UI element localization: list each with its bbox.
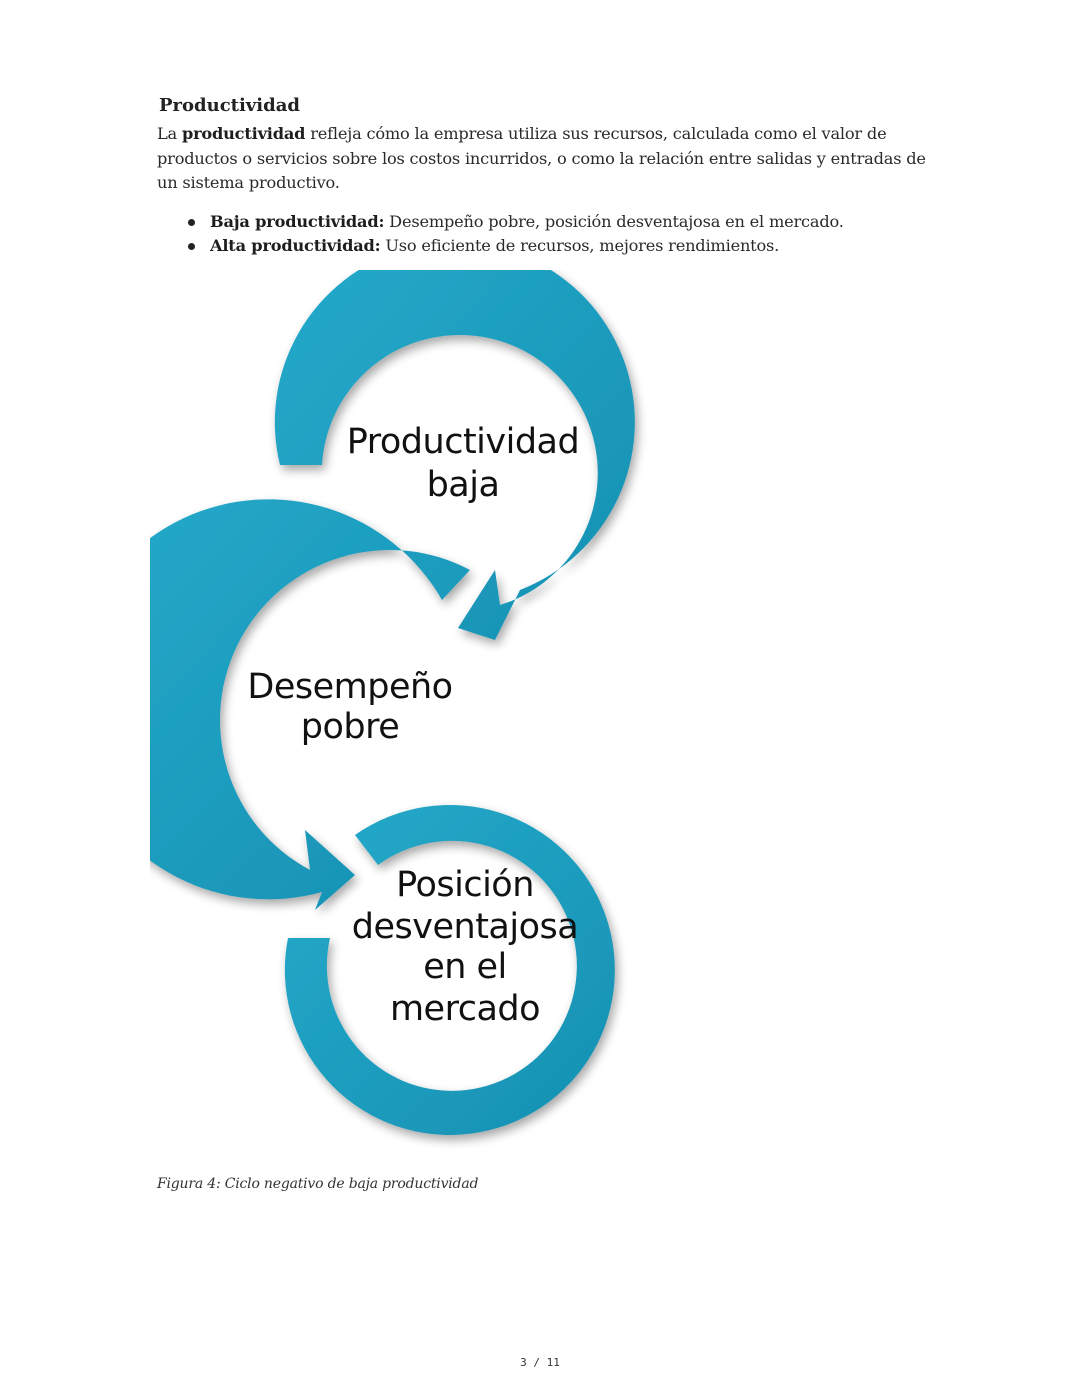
bullet-text: Desempeño pobre, posición desventajosa e… (384, 212, 844, 231)
node-label-line: Posición (396, 865, 534, 905)
node-label-line: Desempeño (247, 667, 452, 707)
bullet-label: Alta productividad: (210, 236, 381, 255)
bullet-item-low-productivity: Baja productividad: Desempeño pobre, pos… (188, 210, 844, 234)
node-label-line: pobre (301, 707, 400, 747)
node-label-line: baja (427, 465, 500, 505)
cycle-diagram-graphic: Productividad baja Desempeño pobre Posic… (150, 270, 635, 1136)
bullet-text: Uso eficiente de recursos, mejores rendi… (380, 236, 780, 255)
node-label-line: Productividad (347, 422, 579, 462)
node-label-line: en el (423, 947, 507, 987)
paragraph-bold-term: productividad (181, 124, 306, 143)
cycle-diagram: Productividad baja Desempeño pobre Posic… (150, 270, 690, 1150)
arrow-middle-icon (150, 499, 470, 910)
node-label-line: mercado (390, 989, 540, 1029)
page-number: 3 / 11 (520, 1356, 560, 1369)
figure-caption: Figura 4: Ciclo negativo de baja product… (157, 1176, 479, 1192)
arrow-top-icon (274, 270, 635, 640)
bullet-list: Baja productividad: Desempeño pobre, pos… (160, 210, 844, 258)
bullet-label: Baja productividad: (210, 212, 385, 231)
node-label-line: desventajosa (352, 907, 578, 947)
paragraph-prefix: La (157, 124, 182, 143)
paragraph-body: refleja cómo la empresa utiliza sus recu… (157, 124, 926, 192)
node-desempeno-pobre: Desempeño pobre (247, 667, 453, 747)
section-title: Productividad (159, 95, 300, 116)
node-posicion-desventajosa: Posición desventajosa en el mercado (352, 865, 579, 1029)
intro-paragraph: La productividad refleja cómo la empresa… (157, 122, 937, 196)
node-productividad-baja: Productividad baja (347, 422, 580, 505)
bullet-item-high-productivity: Alta productividad: Uso eficiente de rec… (188, 234, 844, 258)
